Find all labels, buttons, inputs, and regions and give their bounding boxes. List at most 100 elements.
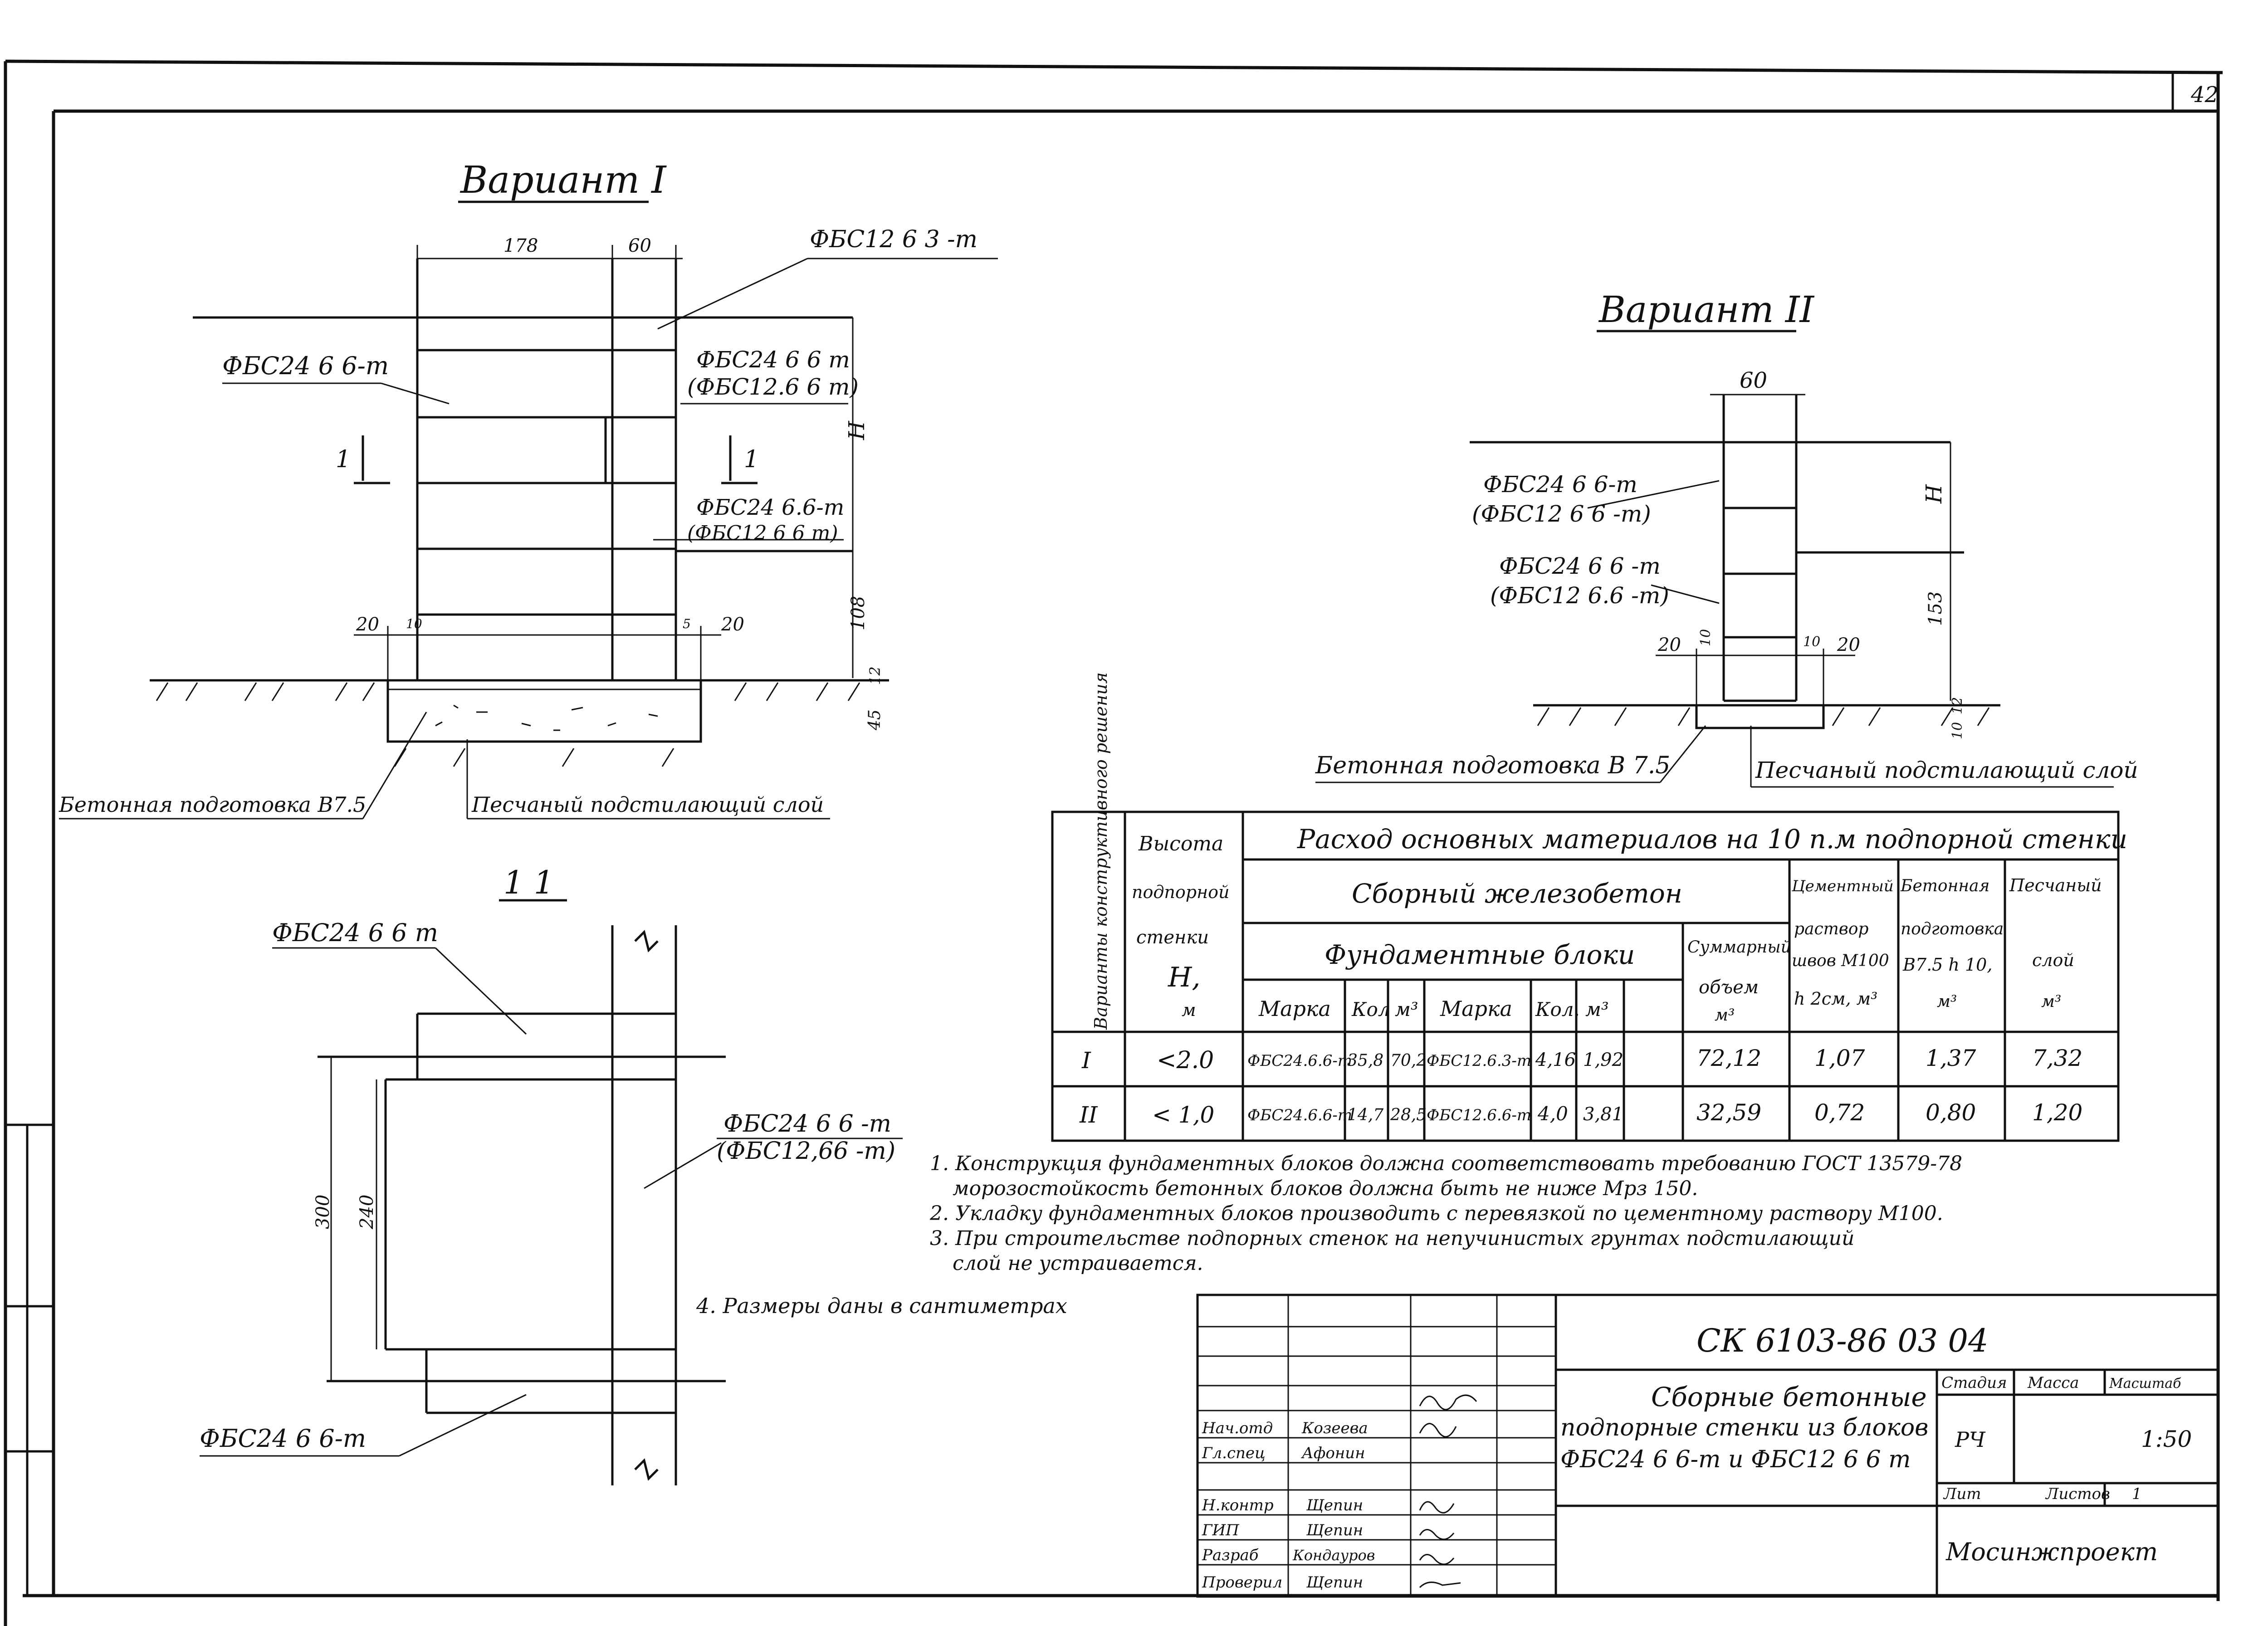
col-concrete-line3: В7.5 h 10,	[1902, 955, 1992, 975]
row2-vol2: 3,81	[1583, 1104, 1623, 1125]
col-concrete-header: Бетонная подготовка В7.5 h 10, м³	[1900, 877, 2004, 1011]
row1-cement: 1,07	[1814, 1045, 1865, 1071]
variant-2-title: Вариант II	[1598, 288, 1815, 331]
note-1b: морозостойкость бетонных блоков должна б…	[953, 1177, 1698, 1200]
row1-mark1: ФБС24.6.6-т	[1247, 1052, 1352, 1070]
row1-qty1: 35,8	[1347, 1051, 1383, 1070]
label-v2-1b: (ФБС12 6 6 -т)	[1472, 501, 1651, 527]
label-right-2b: (ФБС12 6 6 т)	[687, 522, 838, 545]
label-fbs24-6-6-left: ФБС24 6 6-т	[222, 352, 389, 380]
col-concrete-line2: подготовка	[1901, 920, 2004, 938]
dim-H-v2: H	[1921, 484, 1947, 504]
col-variant-header: Варианты конструктивного решения	[1091, 672, 1111, 1030]
name-4: Щепин	[1306, 1496, 1363, 1514]
section-mark-left: 1	[336, 446, 351, 473]
note-3b: слой не устраивается.	[953, 1252, 1203, 1275]
col-height-line2: подпорной	[1132, 882, 1230, 902]
col-height-header: Высота подпорной стенки H, м	[1132, 832, 1230, 1020]
signature-3	[1419, 1501, 1455, 1514]
mass-label: Масса	[2027, 1374, 2079, 1392]
table-blocks-header: Фундаментные блоки	[1325, 939, 1635, 970]
row2-qty1: 14,7	[1347, 1106, 1383, 1124]
col-sand-line1: Песчаный	[2009, 875, 2102, 895]
row1-variant: I	[1081, 1047, 1091, 1074]
materials-table	[1051, 811, 2120, 1142]
dim-60-v2: 60	[1740, 368, 1767, 393]
dim-12: 12	[866, 666, 884, 685]
col-height-line3: стенки	[1136, 927, 1209, 948]
col-total-header: Суммарный объем м³	[1687, 938, 1791, 1025]
table-main-header: Расход основных материалов на 10 п.м под…	[1297, 824, 2127, 855]
drawing-title-line2: подпорные стенки из блоков	[1560, 1414, 1928, 1441]
name-1: Козеева	[1301, 1419, 1368, 1437]
role-7: Проверил	[1202, 1573, 1282, 1592]
label-fbs12-6-3: ФБС12 6 3 -т	[810, 226, 978, 253]
dim-10-left-v2: 10	[1698, 629, 1714, 646]
signature-1	[1419, 1394, 1477, 1411]
dim-10-bottom-v2: 10	[1950, 722, 1965, 739]
table-sub-headers: Марка Кол м³ Марка Кол. м³	[1258, 996, 1609, 1021]
col-cement-line3: швов М100	[1792, 952, 1889, 970]
row1-mark2: ФБС12.6.3-т	[1427, 1052, 1531, 1070]
row1-concrete: 1,37	[1926, 1045, 1976, 1071]
col-height-line1: Высота	[1138, 832, 1223, 855]
title-block-roles: Нач.отд Гл.спец Н.контр ГИП Разраб Прове…	[1202, 1419, 1282, 1592]
label-v2-1a: ФБС24 6 6-т	[1483, 471, 1637, 498]
label-section-mid-a: ФБС24 6 6 -т	[723, 1110, 891, 1138]
label-v2-2b: (ФБС12 6.6 -т)	[1490, 582, 1669, 609]
role-6: Разраб	[1202, 1546, 1259, 1564]
row1-vol2: 1,92	[1583, 1050, 1623, 1070]
col-sand-line3: м³	[2041, 992, 2061, 1011]
table-row-2: II < 1,0 ФБС24.6.6-т 14,7 28,5 ФБС12.6.6…	[1079, 1099, 2082, 1128]
label-sand-layer-v2: Песчаный подстилающий слой	[1755, 757, 2138, 783]
dim-H: H	[844, 420, 870, 440]
label-v2-2a: ФБС24 6 6 -т	[1499, 553, 1661, 579]
note-2: 2. Укладку фундаментных блоков производи…	[929, 1202, 1943, 1225]
dim-20-left-v2: 20	[1657, 635, 1681, 655]
col-cement-header: Цементный раствор швов М100 h 2см, м³	[1791, 877, 1894, 1009]
row1-vol1: 70,2	[1390, 1051, 1427, 1070]
row2-qty2: 4,0	[1537, 1103, 1568, 1125]
section-1-1-drawing: 1 1 300 240 ФБС24 6 6 т ФБС24 6 6 -т (ФБ…	[200, 864, 903, 1485]
row1-total: 72,12	[1696, 1045, 1761, 1071]
role-1: Нач.отд	[1202, 1419, 1273, 1437]
col-total-line2: объем	[1699, 977, 1759, 998]
drawing-title-line3: ФБС24 6 6-т и ФБС12 6 6 т	[1560, 1446, 1911, 1473]
role-2: Гл.спец	[1202, 1444, 1266, 1462]
label-section-top: ФБС24 6 6 т	[272, 918, 438, 947]
note-3a: 3. При строительстве подпорных стенок на…	[930, 1227, 1854, 1250]
row1-height: <2.0	[1157, 1047, 1214, 1074]
dim-178: 178	[503, 235, 538, 256]
lit-label: Лит	[1943, 1485, 1981, 1503]
label-concrete-prep-v1: Бетонная подготовка В7.5	[59, 792, 366, 817]
drawing-title-line1: Сборные бетонные	[1651, 1382, 1927, 1412]
organization: Мосинжпроект	[1945, 1538, 2158, 1566]
scale-label: Масштаб	[2109, 1376, 2181, 1392]
section-mark-right: 1	[744, 446, 759, 473]
row2-cement: 0,72	[1814, 1099, 1865, 1126]
note-4: 4. Размеры даны в сантиметрах	[696, 1294, 1067, 1318]
name-6: Кондауров	[1292, 1547, 1375, 1564]
dim-10-left: 10	[406, 616, 422, 631]
dim-10-right-v2: 10	[1803, 634, 1820, 650]
sub-header-mark2: Марка	[1440, 996, 1512, 1021]
title-block-names: Козеева Афонин Щепин Щепин Кондауров Щеп…	[1292, 1419, 1375, 1592]
dim-240: 240	[357, 1195, 377, 1230]
title-block	[1196, 1294, 2219, 1598]
row2-total: 32,59	[1696, 1099, 1761, 1126]
notes-block: 1. Конструкция фундаментных блоков должн…	[696, 1152, 1962, 1318]
row2-variant: II	[1079, 1102, 1098, 1128]
signature-2	[1419, 1423, 1457, 1438]
col-total-line3: м³	[1715, 1006, 1735, 1025]
sheets-label: Листов	[2045, 1485, 2110, 1503]
row2-mark2: ФБС12.6.6-т	[1427, 1106, 1531, 1124]
row2-mark1: ФБС24.6.6-т	[1247, 1106, 1352, 1124]
dim-5: 5	[683, 616, 691, 631]
label-sand-layer-v1: Песчаный подстилающий слой	[471, 792, 824, 817]
label-section-bottom: ФБС24 6 6-т	[200, 1424, 366, 1453]
role-5: ГИП	[1202, 1521, 1240, 1539]
sheet-frame	[4, 59, 2223, 1626]
signature-6	[1419, 1582, 1461, 1588]
dim-45: 45	[865, 709, 884, 731]
sheet-number: 42	[2190, 82, 2219, 107]
